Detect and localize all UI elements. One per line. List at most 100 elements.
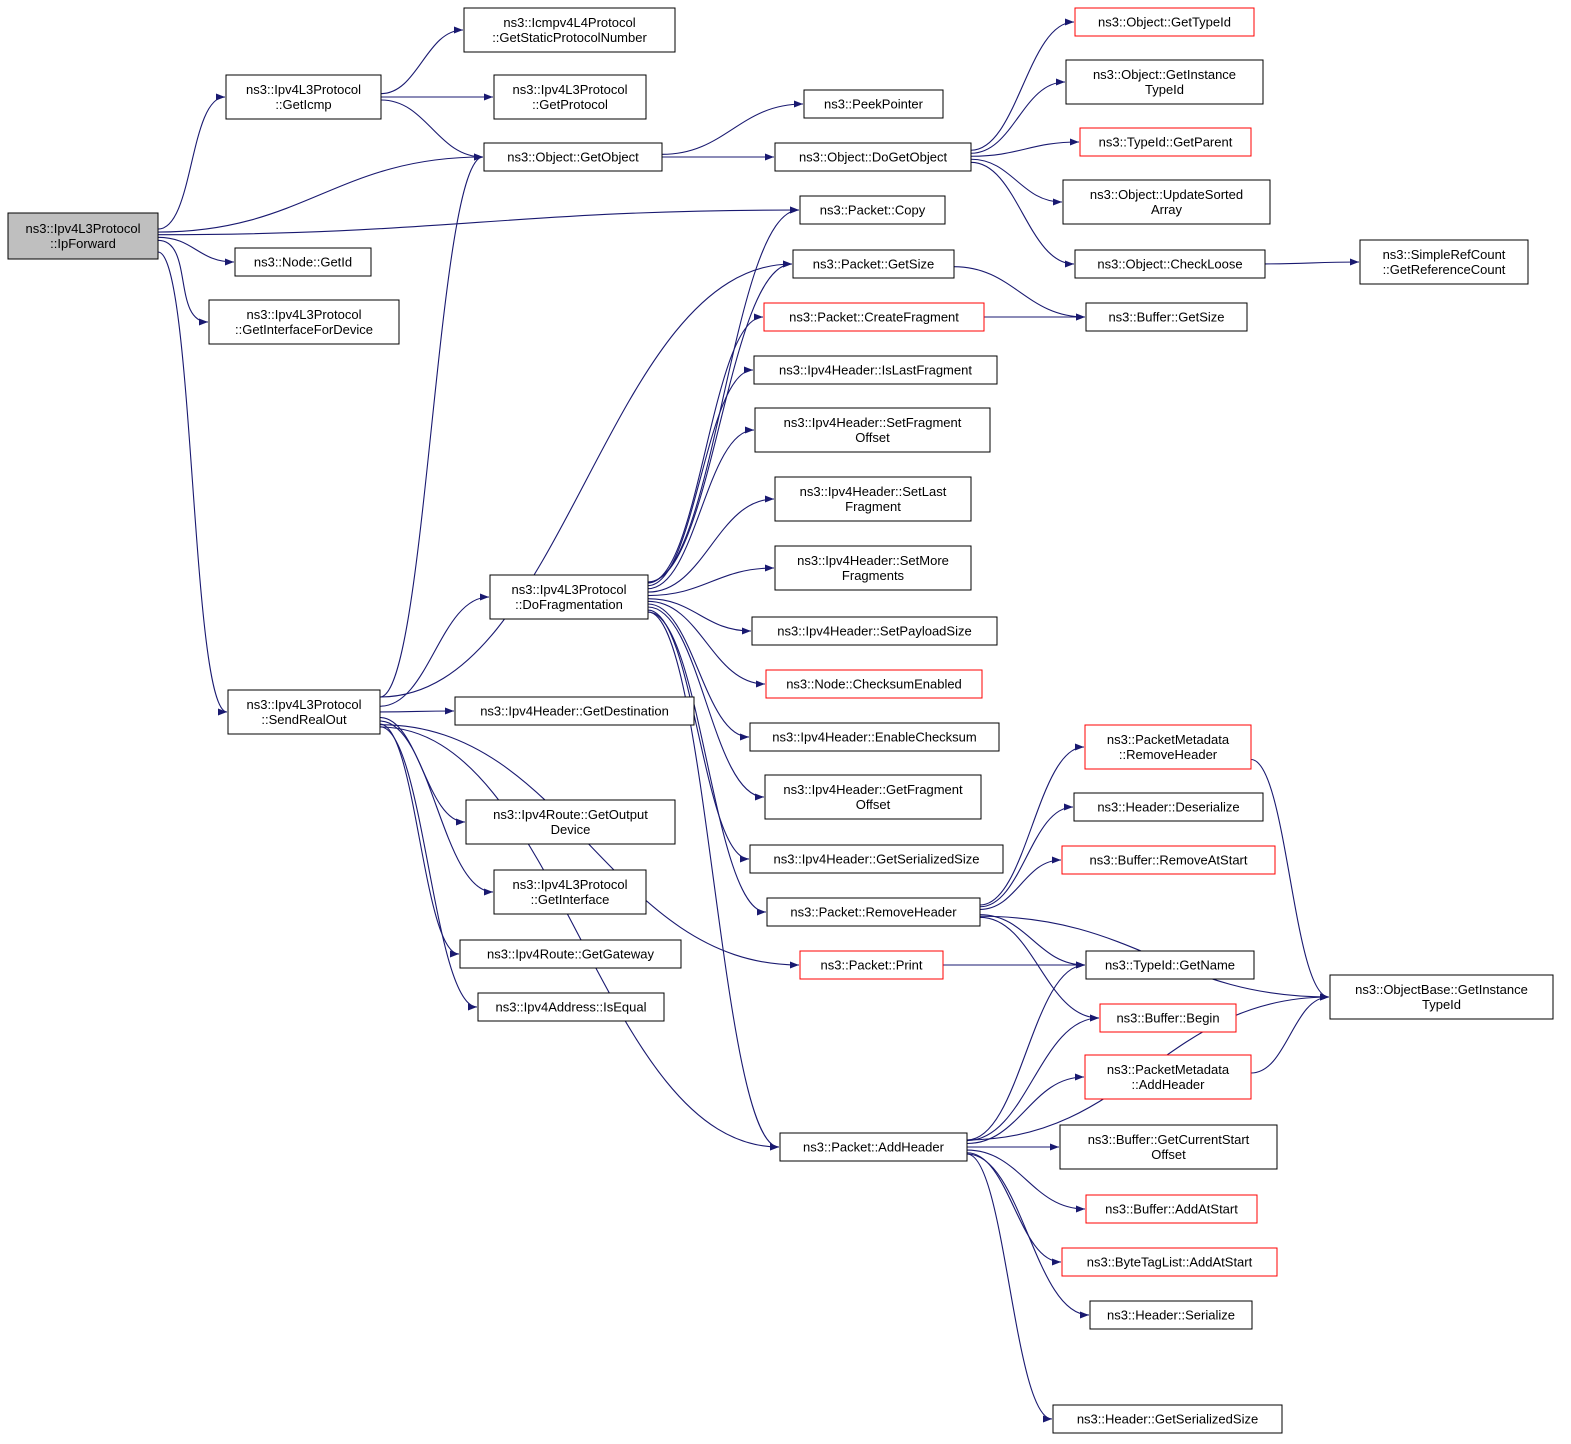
graph-node-setpayloadsize[interactable]: ns3::Ipv4Header::SetPayloadSize (751, 616, 998, 646)
graph-node-getgateway[interactable]: ns3::Ipv4Route::GetGateway (459, 939, 682, 969)
node-box-buffer-getsize (1085, 302, 1248, 332)
node-label-packet-addheader-line0: ns3::Packet::AddHeader (803, 1140, 945, 1155)
graph-node-header-getserializedsize[interactable]: ns3::Header::GetSerializedSize (1052, 1404, 1283, 1434)
node-label-buffer-getcurrentstartoffset-line1: Offset (1151, 1147, 1186, 1162)
graph-node-islastfragment[interactable]: ns3::Ipv4Header::IsLastFragment (753, 355, 998, 385)
graph-node-dogetobject[interactable]: ns3::Object::DoGetObject (774, 142, 972, 172)
node-box-ipforward (7, 212, 159, 260)
node-box-sendrealout (227, 689, 381, 735)
node-label-checkloose-line0: ns3::Object::CheckLoose (1097, 257, 1242, 272)
graph-node-ipv4-getserializedsize[interactable]: ns3::Ipv4Header::GetSerializedSize (749, 844, 1004, 874)
graph-node-getinterface[interactable]: ns3::Ipv4L3Protocol::GetInterface (493, 869, 647, 915)
call-edge-packet-getsize--buffer-getsize (953, 266, 1086, 321)
node-label-setfragmentoffset-line1: Offset (855, 430, 890, 445)
node-box-icmp-static (463, 7, 676, 53)
graph-node-dofragmentation[interactable]: ns3::Ipv4L3Protocol::DoFragmentation (489, 574, 649, 620)
node-label-getreferencecount-line0: ns3::SimpleRefCount (1383, 247, 1506, 262)
node-label-getinterfacefordevice-line1: ::GetInterfaceForDevice (235, 322, 373, 337)
graph-node-packet-print[interactable]: ns3::Packet::Print (799, 950, 944, 980)
node-label-ob-getinstancetypeid-line0: ns3::ObjectBase::GetInstance (1355, 982, 1528, 997)
graph-node-packet-getsize[interactable]: ns3::Packet::GetSize (792, 249, 955, 279)
graph-node-buffer-removeatstart[interactable]: ns3::Buffer::RemoveAtStart (1061, 845, 1276, 875)
call-edge-pm-removeheader--ob-getinstancetypeid (1250, 758, 1330, 1001)
node-box-dogetobject (774, 142, 972, 172)
graph-node-checksumenabled[interactable]: ns3::Node::ChecksumEnabled (765, 669, 983, 699)
call-edge-geticmp--icmp-static (380, 26, 464, 95)
graph-node-isequal[interactable]: ns3::Ipv4Address::IsEqual (477, 992, 665, 1022)
call-edge-ipforward--getinterfacefordevice (157, 239, 209, 326)
graph-node-getprotocol[interactable]: ns3::Ipv4L3Protocol::GetProtocol (493, 74, 647, 120)
graph-node-geticmp[interactable]: ns3::Ipv4L3Protocol::GetIcmp (225, 74, 382, 120)
graph-node-obj-gettypeid[interactable]: ns3::Object::GetTypeId (1074, 7, 1255, 37)
graph-node-pm-addheader[interactable]: ns3::PacketMetadata::AddHeader (1084, 1054, 1252, 1100)
node-box-isequal (477, 992, 665, 1022)
graph-node-buffer-addatstart[interactable]: ns3::Buffer::AddAtStart (1085, 1194, 1258, 1224)
node-box-ob-getinstancetypeid (1329, 974, 1554, 1020)
node-label-sendrealout-line0: ns3::Ipv4L3Protocol (247, 697, 362, 712)
call-edge-dofragmentation--setmorefragments (647, 564, 775, 597)
graph-node-enablechecksum[interactable]: ns3::Ipv4Header::EnableChecksum (749, 722, 1000, 752)
node-label-getgateway-line0: ns3::Ipv4Route::GetGateway (487, 947, 654, 962)
graph-node-packet-copy[interactable]: ns3::Packet::Copy (799, 195, 946, 225)
graph-node-header-serialize[interactable]: ns3::Header::Serialize (1089, 1300, 1253, 1330)
graph-node-peekpointer[interactable]: ns3::PeekPointer (803, 89, 944, 119)
node-box-getinterfacefordevice (208, 299, 400, 345)
call-edge-getobject--peekpointer (661, 100, 804, 155)
node-box-packet-print (799, 950, 944, 980)
call-edge-dofragmentation--packet-addheader (647, 611, 780, 1151)
graph-node-ipforward[interactable]: ns3::Ipv4L3Protocol::IpForward (7, 212, 159, 260)
call-edge-ipforward--getobject (157, 153, 484, 233)
graph-node-icmp-static[interactable]: ns3::Icmpv4L4Protocol::GetStaticProtocol… (463, 7, 676, 53)
graph-node-checkloose[interactable]: ns3::Object::CheckLoose (1074, 249, 1266, 279)
graph-node-getinterfacefordevice[interactable]: ns3::Ipv4L3Protocol::GetInterfaceForDevi… (208, 299, 400, 345)
call-edge-dofragmentation--checksumenabled (647, 600, 766, 688)
call-edge-packet-addheader--header-getserializedsize (966, 1153, 1053, 1423)
graph-node-packet-addheader[interactable]: ns3::Packet::AddHeader (779, 1132, 968, 1162)
call-edge-packet-addheader--pm-addheader (966, 1073, 1085, 1145)
node-label-getreferencecount-line1: ::GetReferenceCount (1383, 262, 1506, 277)
graph-node-getreferencecount[interactable]: ns3::SimpleRefCount::GetReferenceCount (1359, 239, 1529, 285)
graph-node-getobject[interactable]: ns3::Object::GetObject (483, 142, 663, 172)
node-box-islastfragment (753, 355, 998, 385)
node-label-node-getid-line0: ns3::Node::GetId (254, 255, 352, 270)
graph-node-node-getid[interactable]: ns3::Node::GetId (234, 247, 372, 277)
node-box-buffer-getcurrentstartoffset (1059, 1124, 1278, 1170)
graph-node-packet-removeheader[interactable]: ns3::Packet::RemoveHeader (766, 897, 981, 927)
node-box-peekpointer (803, 89, 944, 119)
node-box-dofragmentation (489, 574, 649, 620)
graph-node-buffer-getsize[interactable]: ns3::Buffer::GetSize (1085, 302, 1248, 332)
graph-node-bytetaglist-addatstart[interactable]: ns3::ByteTagList::AddAtStart (1061, 1247, 1278, 1277)
node-label-peekpointer-line0: ns3::PeekPointer (824, 97, 924, 112)
node-label-geticmp-line1: ::GetIcmp (275, 97, 331, 112)
node-label-dogetobject-line0: ns3::Object::DoGetObject (799, 150, 948, 165)
graph-node-sendrealout[interactable]: ns3::Ipv4L3Protocol::SendRealOut (227, 689, 381, 735)
node-label-pm-addheader-line0: ns3::PacketMetadata (1107, 1062, 1230, 1077)
graph-node-typeid-getparent[interactable]: ns3::TypeId::GetParent (1079, 127, 1252, 157)
call-edge-packet-removeheader--header-deserialize (979, 803, 1074, 908)
node-label-setmorefragments-line1: Fragments (842, 568, 905, 583)
graph-node-createfragment[interactable]: ns3::Packet::CreateFragment (763, 302, 985, 332)
graph-node-buffer-begin[interactable]: ns3::Buffer::Begin (1099, 1003, 1237, 1033)
call-edge-sendrealout--isequal (379, 726, 478, 1011)
node-label-packet-removeheader-line0: ns3::Packet::RemoveHeader (790, 905, 957, 920)
graph-node-getdestination[interactable]: ns3::Ipv4Header::GetDestination (454, 696, 695, 726)
node-label-getfragmentoffset-line0: ns3::Ipv4Header::GetFragment (783, 782, 963, 797)
call-edge-packet-addheader--buffer-addatstart (966, 1149, 1086, 1213)
graph-node-header-deserialize[interactable]: ns3::Header::Deserialize (1073, 792, 1264, 822)
call-edge-sendrealout--packet-print (379, 724, 800, 969)
graph-node-typeid-getname[interactable]: ns3::TypeId::GetName (1085, 950, 1255, 980)
node-box-getdestination (454, 696, 695, 726)
node-box-buffer-begin (1099, 1003, 1237, 1033)
node-label-typeid-getname-line0: ns3::TypeId::GetName (1105, 958, 1235, 973)
graph-node-pm-removeheader[interactable]: ns3::PacketMetadata::RemoveHeader (1084, 724, 1252, 770)
